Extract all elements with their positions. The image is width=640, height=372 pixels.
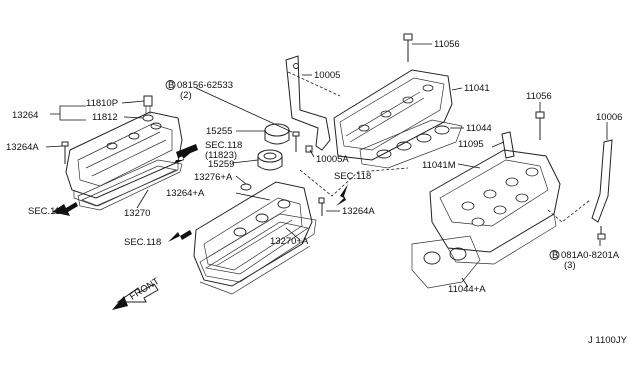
sec-arrow-left [52,202,78,216]
bolt-ref-2-circle [549,250,560,260]
callout-11041: 11041 [464,83,490,94]
callout-11044a: 11044+A [448,284,486,295]
callout-11041m: 11041M [422,160,456,171]
callout-13264a-left: 13264A [6,142,39,153]
callout-13264a-right: 13264A [342,206,375,217]
sec-ref-center-line2: (11823) [205,150,237,161]
callout-10005a: 10005A [316,154,349,165]
bolt-ref-1-number: 08156-62533 [177,80,233,91]
bolt-ref-2-qty: (3) [564,260,576,271]
head-gasket-11044a [411,235,481,289]
guide-line [287,71,341,97]
left-rocker-gasket [77,159,183,211]
sec-ref-bottom: SEC.118 [124,237,161,248]
callout-15255: 15255 [206,126,232,137]
callout-13270a: 13270+A [270,236,309,247]
cylinder-head-11041m [429,149,561,265]
oil-filler-neck [257,149,283,171]
center-rocker-gasket [199,213,317,283]
tube-11095 [501,131,515,159]
bracket-10005 [285,55,331,153]
callout-10006: 10006 [596,112,622,123]
guide-line [547,199,591,223]
callout-11810p: 11810P [86,98,118,109]
bolt-ref-1-circle [165,80,176,90]
oil-filler-cap [264,123,290,145]
left-rocker-cover [65,111,183,207]
head-gasket-11044 [359,119,463,169]
callout-13276a: 13276+A [194,172,233,183]
sec-arrow-center [174,144,198,164]
callout-10005: 10005 [314,70,340,81]
callout-11056-top: 11056 [434,39,460,50]
callout-11056-right: 11056 [526,91,552,102]
center-rocker-cover [193,181,313,295]
sec-arrow-right [336,184,348,206]
bolt-ref-2-symbol: B [552,250,558,261]
head-bolt-top [403,33,413,62]
flange-bolt [292,131,300,152]
sec-arrow-bottom [168,230,192,242]
bolt-ref-1-qty: (2) [180,90,192,101]
guide-line [299,167,409,197]
pcv-valve [142,95,154,122]
bolt-ref-1-symbol: B [168,80,174,91]
bracket-10006 [591,139,613,223]
callout-15259: 15259 [208,159,234,170]
callout-13264a-center: 13264+A [166,188,205,199]
cylinder-head-11041 [333,69,453,161]
seal-washer [240,183,252,191]
leader-lines [45,43,608,288]
bolt-ref-2-number: 081A0-8201A [561,250,620,261]
callout-13264: 13264 [12,110,38,121]
callout-11095: 11095 [458,139,484,150]
left-cover-bolt [61,141,69,164]
callout-11812: 11812 [92,112,118,123]
front-direction-arrow [112,283,159,310]
callout-11044: 11044 [466,123,492,134]
flange-bolt-lower [597,226,606,240]
sec-ref-center-line1: SEC.118 [205,140,242,151]
right-cover-bolt [318,197,325,216]
head-bolt-right [535,111,545,140]
sec-ref-right: SEC.118 [334,171,371,182]
callout-13270: 13270 [124,208,150,219]
sec-ref-left: SEC.118 [28,206,65,217]
diagram-code: J 1100JY [588,335,628,346]
